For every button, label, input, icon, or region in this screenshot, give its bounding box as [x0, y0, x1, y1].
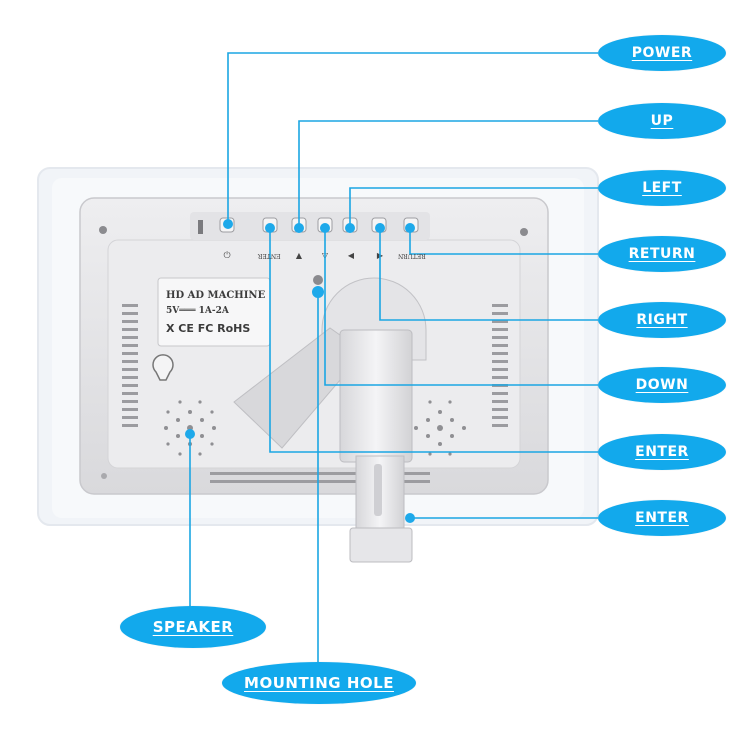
leader-lines	[189, 52, 598, 662]
label-power-rating: 5V═══ 1A-2A	[166, 306, 229, 316]
dot-mounting-hole	[312, 286, 324, 298]
dot-right	[375, 223, 385, 233]
leader-power	[227, 52, 598, 224]
mounting-hole-top	[313, 275, 323, 285]
glyph-power: ⏻	[223, 250, 230, 261]
dot-up	[294, 223, 304, 233]
power-switch	[198, 220, 203, 234]
button-text-return: RETURN	[398, 252, 426, 259]
screw-top-right	[520, 228, 528, 236]
vent-left	[122, 300, 138, 430]
dot-left	[345, 223, 355, 233]
dot-power	[223, 219, 233, 229]
label-title: HD AD MACHINE	[166, 290, 266, 301]
dot-return	[405, 223, 415, 233]
glyph-left: ◀	[348, 251, 355, 260]
label-certifications: X CE FC RoHS	[166, 322, 251, 335]
leader-return	[409, 230, 598, 255]
glyph-up: ▲	[296, 251, 303, 260]
leader-left	[349, 187, 598, 228]
callout-mounting-hole: MOUNTING HOLE	[222, 662, 416, 704]
callout-enter-1: ENTER	[598, 434, 726, 470]
callout-left: LEFT	[598, 170, 726, 206]
screw-bottom-left	[101, 473, 107, 479]
dot-down	[320, 223, 330, 233]
speaker-right-grille	[414, 400, 466, 456]
callout-right: RIGHT	[598, 302, 726, 338]
callout-up: UP	[598, 103, 726, 139]
button-text-enter: ENTER	[258, 252, 281, 259]
stand-foot	[349, 527, 413, 563]
callout-power: POWER	[598, 35, 726, 71]
button-strip	[190, 212, 430, 240]
leader-enter-1	[269, 228, 598, 453]
stand-leg-slot	[374, 464, 382, 516]
leader-down	[324, 230, 598, 386]
dot-enter-2	[405, 513, 415, 523]
stand-body	[339, 329, 413, 463]
dot-enter-1	[265, 223, 275, 233]
callout-down: DOWN	[598, 367, 726, 403]
vent-right	[492, 300, 508, 430]
callout-return: RETURN	[598, 236, 726, 272]
dot-speaker	[185, 429, 195, 439]
keyhole-slot	[152, 354, 174, 381]
screw-top-left	[99, 226, 107, 234]
callout-enter-2: ENTER	[598, 500, 726, 536]
callout-speaker: SPEAKER	[120, 606, 266, 648]
leader-right	[379, 228, 598, 321]
leader-dots	[185, 219, 415, 523]
leader-up	[298, 120, 598, 228]
